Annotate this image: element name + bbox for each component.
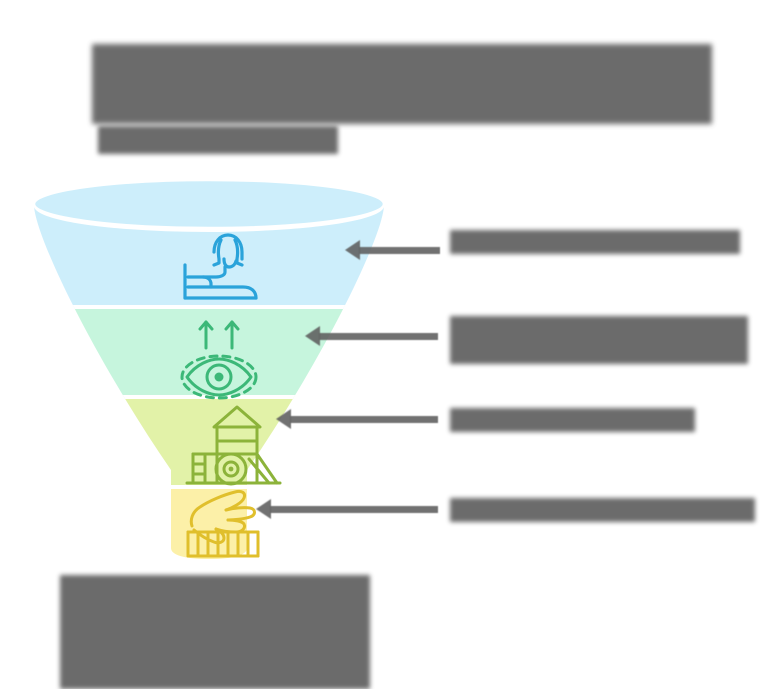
arrow-shaft-4 <box>270 506 438 513</box>
arrow-head-4 <box>256 499 271 519</box>
funnel-graphic <box>28 178 390 560</box>
funnel-infographic: ████████ ██████████ ███ ████ █████ █████… <box>28 44 755 689</box>
footer-caption-line-1: ███████ █████████ <box>126 599 323 618</box>
eye-with-up-arrows-icon <box>180 320 258 400</box>
footer-caption: ███████ █████████ ████ ██████ <box>60 575 370 689</box>
connector-arrow-3 <box>276 408 438 430</box>
connector-arrow-1 <box>345 239 440 261</box>
connector-arrow-4 <box>256 498 438 520</box>
arrow-head-1 <box>345 240 360 260</box>
stage-label-2: ███████ █████████ █████ ███████ <box>450 316 748 365</box>
arrow-head-3 <box>276 409 291 429</box>
stage-label-4: ████ ████████ ███████ <box>450 498 755 523</box>
page-title: ████████ ██████████ ███ ████ █████ <box>92 44 712 125</box>
arrow-shaft-1 <box>359 247 440 254</box>
page-subtitle: █████████ ████ <box>98 126 338 155</box>
funnel-rim-highlight <box>32 178 386 230</box>
connector-arrow-2 <box>305 325 438 347</box>
stage-label-3: ██████████ ███████ <box>450 408 695 433</box>
arrow-shaft-3 <box>290 416 438 423</box>
playground-icon <box>185 405 282 486</box>
arrow-shaft-2 <box>319 333 438 340</box>
funnel-top-rim <box>34 180 384 228</box>
stage-label-1: ███████ █████████ ████ <box>450 230 740 255</box>
arrow-head-2 <box>305 326 320 346</box>
footer-caption-line-2: ████ ██████ <box>162 644 287 663</box>
hand-on-piano-keys-icon <box>186 489 260 558</box>
person-in-bed-icon <box>183 233 258 300</box>
funnel-svg <box>32 178 386 559</box>
